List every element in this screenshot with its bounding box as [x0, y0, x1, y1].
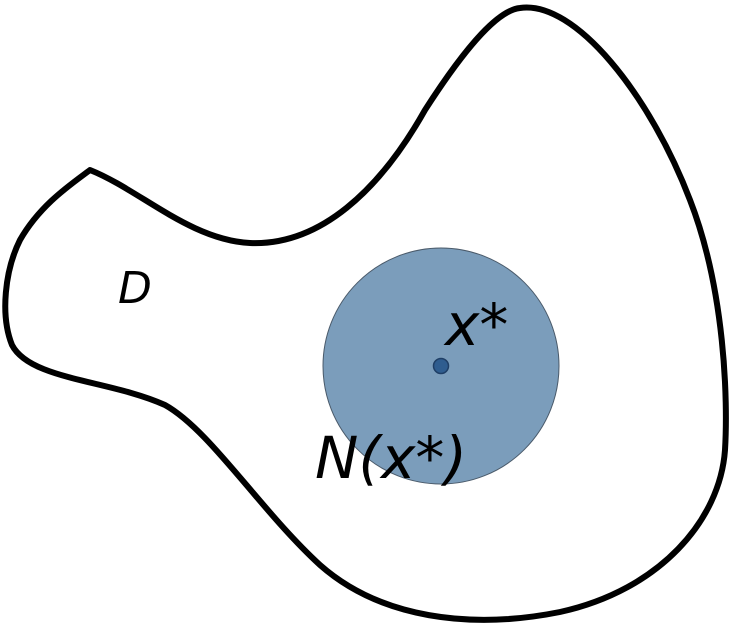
- point-x-star: [432, 357, 450, 375]
- neighborhood-label: N(x*): [315, 424, 467, 492]
- point-label: x*: [443, 291, 508, 359]
- region-label: D: [118, 263, 152, 314]
- region-d-outline: [2, 4, 729, 623]
